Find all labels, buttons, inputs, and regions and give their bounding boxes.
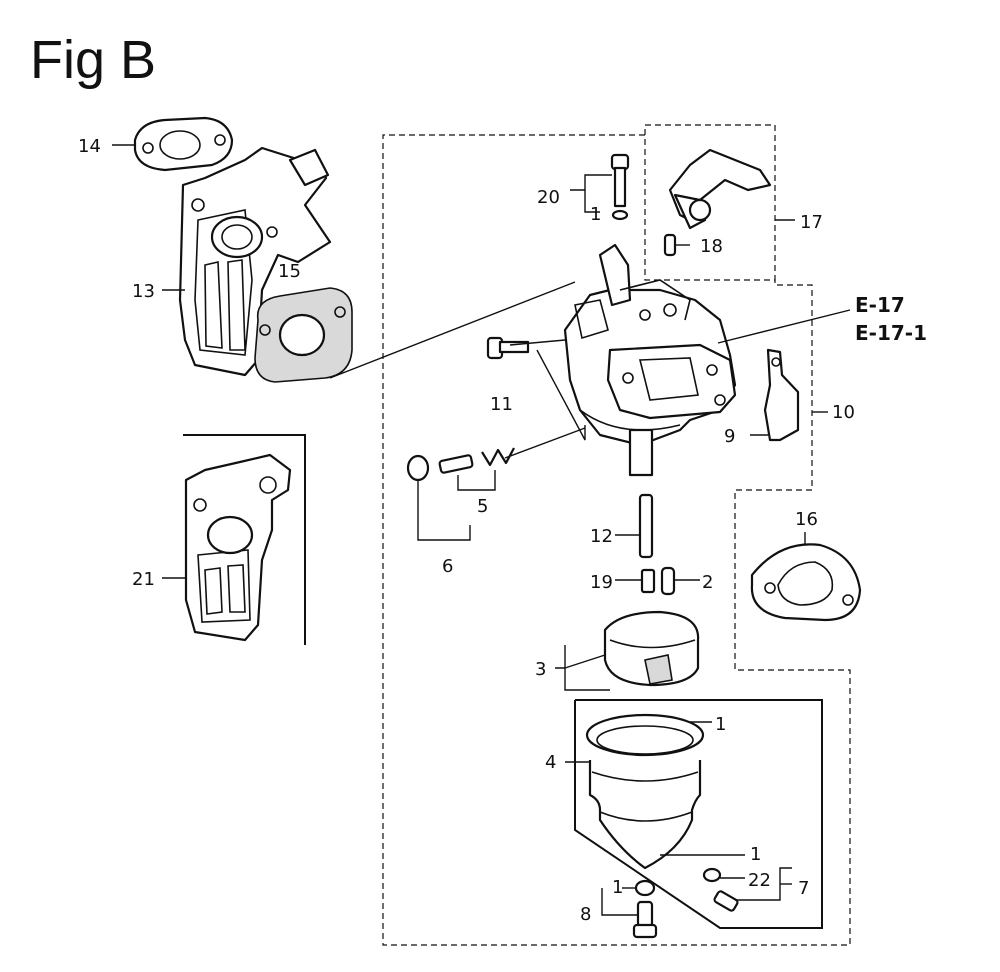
callout-20: 20 bbox=[537, 187, 560, 208]
gasket-15 bbox=[254, 287, 353, 383]
callout-9: 9 bbox=[724, 426, 735, 447]
callout-1a: 1 bbox=[590, 204, 601, 225]
ref-e17: E-17 bbox=[855, 293, 905, 317]
gasket-16 bbox=[750, 543, 862, 622]
callout-13: 13 bbox=[132, 281, 155, 302]
callout-8: 8 bbox=[580, 904, 591, 925]
pilot-screw-5 bbox=[438, 447, 515, 474]
carburetor-body bbox=[563, 243, 737, 477]
piece-9 bbox=[763, 348, 800, 442]
jet-19 bbox=[640, 568, 656, 594]
callout-1d: 1 bbox=[612, 877, 623, 898]
gasket-14 bbox=[133, 116, 234, 172]
bracket-13 bbox=[178, 146, 332, 377]
ref-e17-1: E-17-1 bbox=[855, 321, 927, 345]
screw-11 bbox=[486, 336, 530, 360]
callout-5: 5 bbox=[477, 496, 488, 517]
choke-lever-17 bbox=[668, 148, 772, 230]
callout-21: 21 bbox=[132, 569, 155, 590]
group-border-bowl bbox=[574, 699, 823, 929]
callout-11: 11 bbox=[490, 394, 513, 415]
callout-19: 19 bbox=[590, 572, 613, 593]
callout-18: 18 bbox=[700, 236, 723, 257]
callout-15: 15 bbox=[278, 261, 301, 282]
callout-7: 7 bbox=[798, 878, 809, 899]
cap-6 bbox=[406, 454, 430, 482]
screw-20 bbox=[610, 153, 630, 221]
callout-1c: 1 bbox=[750, 844, 761, 865]
callout-16: 16 bbox=[795, 509, 818, 530]
figure-title: Fig B bbox=[30, 30, 156, 90]
callout-1b: 1 bbox=[715, 714, 726, 735]
bracket-21 bbox=[184, 453, 292, 642]
callout-3: 3 bbox=[535, 659, 546, 680]
drain-screw-22 bbox=[702, 867, 739, 912]
needle-12 bbox=[638, 493, 654, 559]
group-border-main bbox=[382, 124, 851, 946]
leader-lines bbox=[112, 144, 851, 916]
callout-4: 4 bbox=[545, 752, 556, 773]
float-bowl-4 bbox=[585, 713, 705, 870]
callout-10: 10 bbox=[832, 402, 855, 423]
callout-2: 2 bbox=[702, 572, 713, 593]
callout-6: 6 bbox=[442, 556, 453, 577]
spring-2 bbox=[660, 566, 676, 596]
callout-22: 22 bbox=[748, 870, 771, 891]
group-border-21 bbox=[183, 434, 306, 645]
callout-17: 17 bbox=[800, 212, 823, 233]
clip-18 bbox=[663, 233, 677, 257]
callout-12: 12 bbox=[590, 526, 613, 547]
callout-14: 14 bbox=[78, 136, 101, 157]
float-3 bbox=[603, 610, 700, 687]
bolt-8 bbox=[632, 879, 658, 939]
